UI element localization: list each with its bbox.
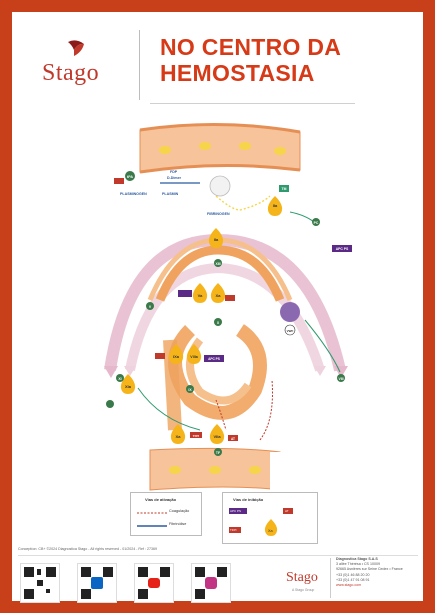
label-tm: TM [282, 187, 287, 191]
vessel-bottom [149, 447, 281, 491]
label-tf: TF [216, 451, 220, 455]
fibrin-clot [209, 175, 231, 197]
label-viia: VIIa [213, 434, 221, 439]
footer-brand-sub: A Stago Group [292, 588, 315, 592]
legend-activation-title: Vias de ativação [145, 497, 177, 502]
label-viii: VIII [338, 377, 343, 381]
legend-apc-ps: APC PS [230, 509, 242, 513]
linkedin-icon [81, 567, 113, 599]
label-at: AT [231, 437, 235, 441]
vessel-top [139, 122, 301, 174]
label-ddimer: D-Dimer [167, 176, 182, 180]
label-v: V [149, 305, 152, 309]
stago-logo: Stago [28, 36, 128, 96]
legend-coagulation: Coagulação [169, 509, 190, 513]
legend-at: AT [285, 509, 289, 513]
footer-brand: Stago [286, 570, 318, 585]
address-website-link[interactable]: www.stago.com [336, 583, 362, 588]
qr-code-instagram[interactable] [191, 563, 231, 603]
title-line-2: HEMOSTASIA [160, 60, 315, 86]
footer-divider [18, 555, 418, 556]
label-pc: PC [314, 221, 319, 225]
label-apc-ps: APC PS [336, 247, 349, 251]
brand-name: Stago [42, 60, 100, 86]
label-plasminogen: PLASMINOGEN [120, 192, 147, 196]
label-ha: IIa [214, 237, 219, 242]
factor-circles [106, 171, 345, 456]
header-divider [139, 30, 140, 100]
address-line-3: 92665 Asnières sur Seine Cedex • France [336, 567, 403, 572]
inhibitor-tags [114, 178, 352, 441]
label-fdp: FDP [170, 170, 178, 174]
label-ix: IX [188, 388, 192, 392]
legend-inhibition-graphic [229, 508, 293, 536]
legend-tfpi: TFPI [230, 528, 237, 532]
label-apc-ps2: APC PS [208, 357, 220, 361]
factor-drops [120, 196, 283, 444]
label-x-mid: X [217, 321, 220, 325]
label-xiii: XIII [215, 262, 220, 266]
label-xia: XIa [125, 384, 132, 389]
footer-address: Diagnostica Stago S.A.S 3 allée Thérésa … [336, 557, 426, 588]
legend-inhibition: Vias de inibição APC PS AT TFPI Xa [222, 492, 318, 544]
label-xi: XI [118, 377, 121, 381]
instagram-icon [195, 567, 227, 599]
label-xa-bottom: Xa [176, 434, 182, 439]
label-ixa: IXa [173, 354, 180, 359]
footer-vertical-divider [330, 558, 331, 598]
qr-code-website[interactable] [20, 563, 60, 603]
label-tfpi: TFPI [193, 434, 200, 438]
address-line-1: Diagnostica Stago S.A.S [336, 557, 378, 561]
label-viiia: VIIIa [190, 355, 198, 359]
label-fibrinogen: FIBRINOGEN [207, 212, 230, 216]
youtube-icon [138, 567, 170, 599]
legend-activation: Vias de ativação Coagulação Fibrinólise [130, 492, 202, 536]
qr-pattern-icon [24, 567, 56, 599]
spiral [163, 324, 267, 431]
title-underline [150, 103, 355, 104]
legend-activation-lines [137, 512, 167, 527]
footer-credits: Conceptíon: CB+ ©2024 Diagnostica Stago … [18, 547, 157, 551]
label-vwf: VWF [287, 329, 294, 333]
label-iia-top: IIa [273, 203, 278, 208]
qr-code-youtube[interactable] [134, 563, 174, 603]
address-line-5: +33 (0)1 47 91 08 91 [336, 577, 370, 582]
legend-xa: Xa [268, 529, 273, 533]
outer-arc [104, 233, 348, 378]
label-tpa: tPA [127, 175, 133, 179]
vwf-icon [280, 302, 300, 336]
address-line-2: 3 allée Thérésa • CS 10009 [336, 562, 380, 567]
legend-fibrinolysis: Fibrinólise [169, 522, 187, 526]
title-line-1: NO CENTRO DA [160, 34, 342, 60]
legend-inhibition-title: Vias de inibição [233, 497, 264, 502]
factor-labels: tPA FDP D-Dimer PLASMINOGEN PLASMIN FIBR… [118, 170, 349, 455]
qr-code-linkedin[interactable] [77, 563, 117, 603]
stago-logo-icon [68, 40, 84, 56]
address-line-4: +33 (0)1 46 88 20 20 [336, 572, 370, 577]
label-va: Va [198, 293, 203, 298]
page-title: NO CENTRO DA HEMOSTASIA [160, 34, 341, 86]
label-plasmin: PLASMIN [162, 192, 179, 196]
label-xa-center: Xa [216, 293, 222, 298]
